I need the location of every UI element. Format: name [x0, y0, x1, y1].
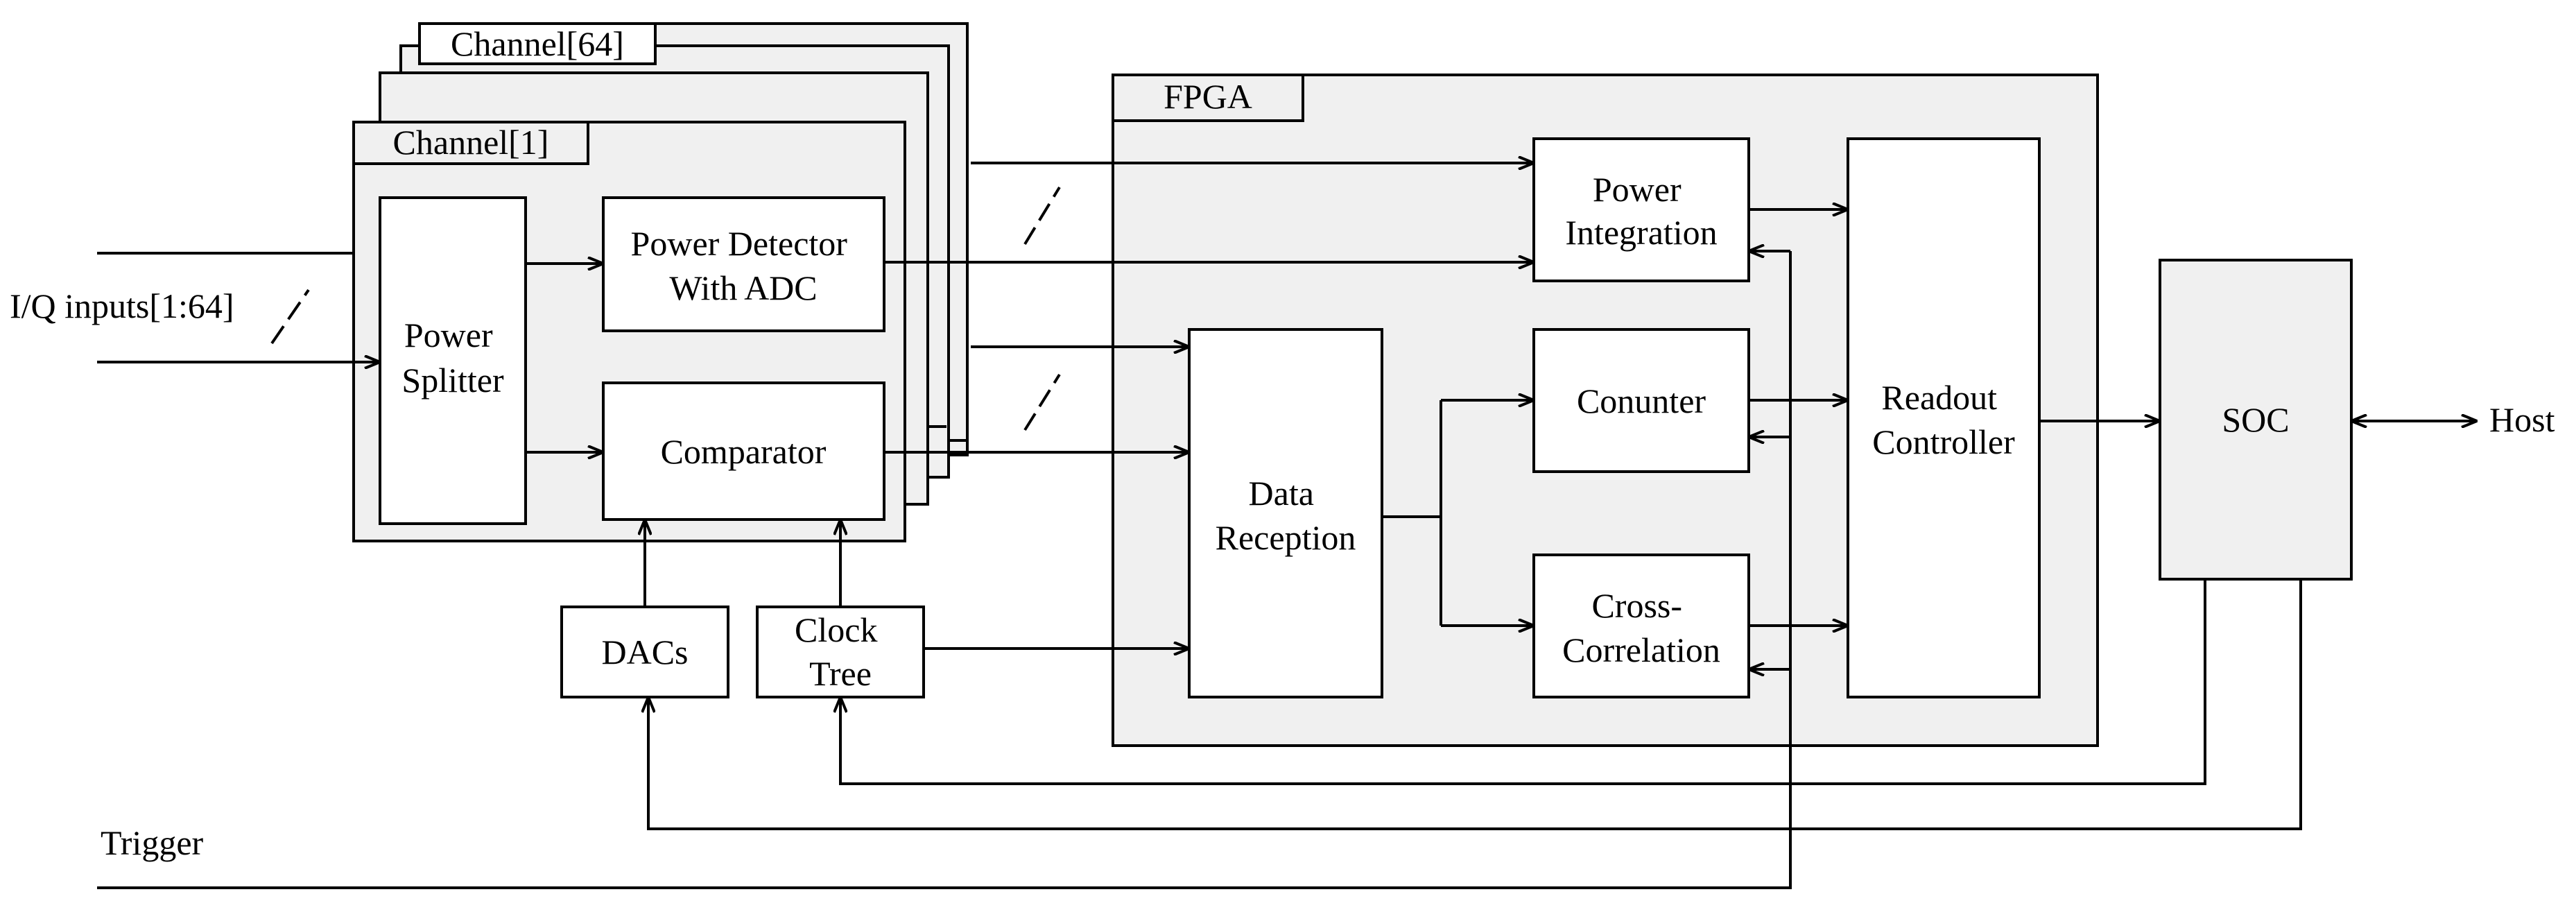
data-reception-label: Data Reception — [1216, 474, 1356, 557]
counter-block — [1532, 328, 1750, 473]
readout-controller-block — [1847, 137, 2041, 698]
dacs-label: DACs — [601, 633, 688, 671]
channel-64-tab — [418, 22, 657, 65]
clock-tree-label: Clock Tree — [795, 610, 886, 693]
cross-correlation-label: Cross- Correlation — [1562, 586, 1720, 669]
wire-soc-to-dacs — [648, 579, 2302, 830]
channel-1-label: Channel[1] — [393, 123, 549, 162]
cross-correlation-block — [1532, 553, 1750, 698]
wires — [97, 163, 2477, 889]
power-integration-label: Power Integration — [1565, 170, 1717, 252]
wire-detector-bus-slash — [1023, 186, 1061, 246]
fpga-tab — [1112, 74, 1304, 122]
power-detector-label: Power Detector With ADC — [631, 224, 856, 307]
trigger-label: Trigger — [101, 823, 204, 862]
channel-64-label: Channel[64] — [451, 24, 624, 63]
data-reception-block — [1188, 328, 1383, 698]
comparator-label: Comparator — [661, 432, 827, 471]
wire-trigger — [97, 251, 1792, 889]
host-label: Host — [2489, 400, 2555, 439]
soc-block — [2159, 259, 2353, 581]
soc-label: SOC — [2222, 400, 2289, 439]
iq-inputs-label: I/Q inputs[1:64] — [10, 286, 234, 325]
power-splitter-block — [379, 196, 527, 525]
wire-comparator-bus-slash — [1023, 373, 1061, 431]
power-detector-block — [602, 196, 885, 332]
dacs-block — [560, 606, 729, 698]
iq-bus-slash — [270, 289, 310, 345]
clock-tree-block — [756, 606, 925, 698]
wire-soc-to-clock-tree — [840, 579, 2206, 785]
fpga-label: FPGA — [1164, 77, 1252, 116]
counter-label: Conunter — [1577, 381, 1706, 420]
readout-controller-label: Readout Controller — [1872, 378, 2015, 461]
power-splitter-label: Power Splitter — [401, 316, 504, 400]
channel-1-tab — [352, 121, 589, 165]
power-integration-block — [1532, 137, 1750, 282]
